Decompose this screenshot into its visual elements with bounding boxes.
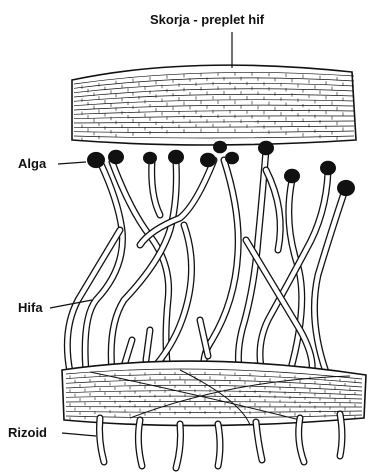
label-hifa: Hifa — [18, 300, 43, 315]
leader-rizoid — [62, 433, 96, 436]
alga-cell — [258, 141, 274, 155]
rhizoid-lumen — [340, 414, 342, 456]
alga-cell — [337, 180, 355, 196]
alga-cell — [225, 152, 239, 165]
hypha-lumen — [85, 162, 122, 372]
alga-cell — [87, 152, 105, 168]
leader-alga — [58, 162, 86, 164]
alga-cell — [284, 169, 300, 183]
alga-cell — [143, 152, 157, 165]
medulla-hyphae — [67, 150, 345, 372]
alga-cell — [320, 161, 336, 175]
rhizoid-lumen — [218, 424, 220, 466]
lower-cortex-hyphal-mesh — [62, 361, 366, 425]
alga-cell — [200, 153, 216, 167]
alga-cell — [168, 150, 184, 164]
label-rizoid: Rizoid — [8, 425, 47, 440]
algal-cells — [87, 141, 355, 196]
alga-cell — [108, 150, 124, 164]
alga-cell — [213, 141, 227, 154]
upper-cortex-hyphal-mesh — [72, 65, 356, 145]
label-alga: Alga — [18, 156, 46, 171]
label-cortex: Skorja - preplet hif — [150, 12, 264, 27]
